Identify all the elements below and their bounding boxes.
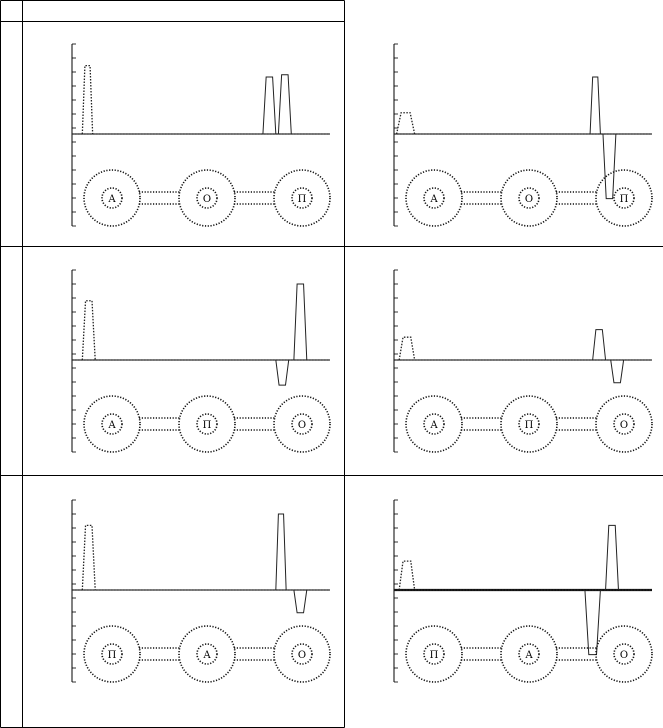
node-label: А: [108, 194, 116, 205]
panels: А О П А О П А П О А П О П А О П А О: [71, 43, 653, 683]
pulse-solid: [605, 524, 619, 591]
node-label: П: [620, 194, 629, 205]
node-label: П: [298, 194, 307, 205]
pulse-dotted: [398, 336, 416, 361]
pulse-solid: [293, 589, 308, 614]
pulse-dotted: [81, 524, 96, 591]
node-label: О: [525, 194, 533, 205]
pulse-dotted: [81, 300, 96, 361]
node-inner-ring: [196, 643, 218, 665]
node-inner-ring: [518, 643, 540, 665]
node-outer-ring: [273, 169, 331, 227]
pulse-solid: [262, 76, 277, 135]
pulse-dotted: [395, 112, 416, 135]
node-inner-ring: [613, 413, 635, 435]
node-inner-ring: [613, 643, 635, 665]
node-inner-ring: [291, 643, 313, 665]
pulse-solid: [610, 359, 625, 384]
node-label: О: [620, 650, 628, 661]
node-outer-ring: [500, 395, 558, 453]
node-label: О: [203, 194, 211, 205]
node-inner-ring: [518, 413, 540, 435]
pulse-dotted: [398, 560, 416, 591]
node-outer-ring: [273, 395, 331, 453]
node-label: П: [108, 650, 117, 661]
node-label: А: [525, 650, 533, 661]
node-inner-ring: [518, 187, 540, 209]
node-inner-ring: [291, 413, 313, 435]
node-outer-ring: [405, 395, 463, 453]
node-inner-ring: [101, 413, 123, 435]
node-outer-ring: [500, 625, 558, 683]
node-inner-ring: [613, 187, 635, 209]
node-label: А: [430, 194, 438, 205]
node-label: П: [203, 420, 212, 431]
pulse-solid: [293, 283, 308, 361]
node-label: П: [525, 420, 534, 431]
node-inner-ring: [101, 643, 123, 665]
node-label: А: [203, 650, 211, 661]
node-inner-ring: [291, 187, 313, 209]
node-outer-ring: [595, 395, 653, 453]
node-inner-ring: [423, 413, 445, 435]
node-outer-ring: [405, 625, 463, 683]
pulse-dotted: [81, 64, 94, 135]
node-outer-ring: [405, 169, 463, 227]
node-outer-ring: [178, 395, 236, 453]
node-outer-ring: [500, 169, 558, 227]
node-label: А: [108, 420, 116, 431]
pulse-solid: [277, 74, 292, 135]
node-label: О: [298, 420, 306, 431]
node-outer-ring: [595, 625, 653, 683]
pulse-solid: [275, 513, 287, 591]
pulse-solid: [275, 359, 290, 386]
node-outer-ring: [178, 625, 236, 683]
pulse-solid: [602, 133, 617, 200]
node-inner-ring: [423, 187, 445, 209]
node-outer-ring: [595, 169, 653, 227]
node-outer-ring: [178, 169, 236, 227]
node-label: П: [430, 650, 439, 661]
node-outer-ring: [83, 625, 141, 683]
node-inner-ring: [196, 413, 218, 435]
node-inner-ring: [101, 187, 123, 209]
node-label: О: [298, 650, 306, 661]
node-label: О: [620, 420, 628, 431]
node-outer-ring: [273, 625, 331, 683]
node-inner-ring: [196, 187, 218, 209]
node-label: А: [430, 420, 438, 431]
pulse-solid: [589, 76, 601, 135]
pulse-solid: [584, 589, 601, 656]
node-outer-ring: [83, 169, 141, 227]
node-outer-ring: [83, 395, 141, 453]
pulse-solid: [592, 329, 607, 361]
node-inner-ring: [423, 643, 445, 665]
